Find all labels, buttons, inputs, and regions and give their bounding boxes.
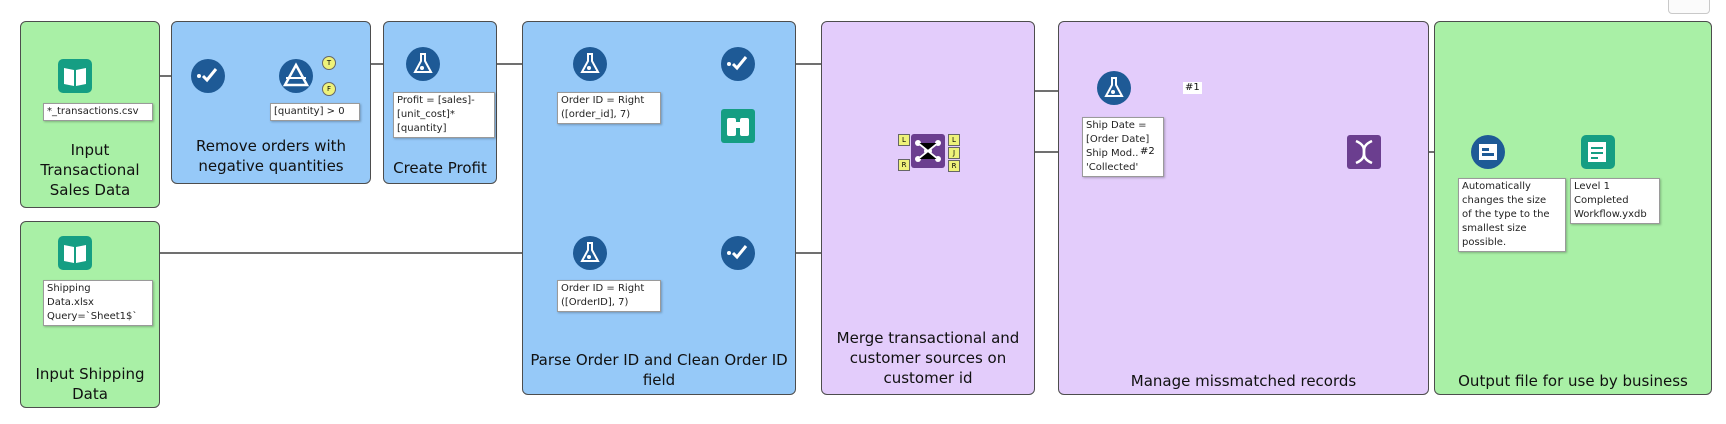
annotation-order-id-bottom: Order ID = Right ([OrderID], 7) xyxy=(557,280,661,312)
connection-label-1: #1 xyxy=(1183,82,1202,94)
formula-order-id-tool-2[interactable] xyxy=(572,235,608,271)
input-transactions-tool[interactable] xyxy=(57,58,93,94)
formula-order-id-tool[interactable] xyxy=(572,46,608,82)
filter-triangle-icon xyxy=(279,59,313,93)
container-manage-mismatched[interactable]: Manage missmatched records xyxy=(1058,21,1429,395)
container-merge[interactable]: Merge transactional and customer sources… xyxy=(821,21,1035,395)
input-book-icon xyxy=(58,59,92,93)
select-tool-3[interactable] xyxy=(720,235,756,271)
container-title: Input Shipping Data xyxy=(35,365,145,403)
container-title: Remove orders with negative quantities xyxy=(195,137,347,175)
select-tool-1[interactable] xyxy=(190,58,226,94)
join-left-input-anchor[interactable]: L xyxy=(898,134,910,146)
select-check-icon xyxy=(721,236,755,270)
join-r-output-anchor[interactable]: R xyxy=(948,160,960,172)
annotation-filter-expression: [quantity] > 0 xyxy=(270,103,360,121)
select-check-icon xyxy=(721,47,755,81)
window-control-widget[interactable] xyxy=(1668,0,1710,14)
formula-flask-icon xyxy=(573,236,607,270)
filter-false-anchor[interactable]: F xyxy=(322,82,336,96)
output-tool[interactable] xyxy=(1580,134,1616,170)
output-icon xyxy=(1581,135,1615,169)
container-title: Output file for use by business xyxy=(1458,372,1688,390)
annotation-autofield-note: Automatically changes the size of the ty… xyxy=(1458,178,1566,252)
join-j-output-anchor[interactable]: J xyxy=(948,147,960,159)
autofield-tool[interactable] xyxy=(1470,134,1506,170)
annotation-profit-formula: Profit = [sales]- [unit_cost]* [quantity… xyxy=(393,92,495,138)
autofield-icon xyxy=(1471,135,1505,169)
join-nodes-icon xyxy=(911,134,945,168)
select-tool-2[interactable] xyxy=(720,46,756,82)
browse-tool[interactable] xyxy=(720,108,756,144)
annotation-transactions-file: *_transactions.csv xyxy=(43,103,153,121)
formula-profit-tool[interactable] xyxy=(405,46,441,82)
input-shipping-tool[interactable] xyxy=(57,235,93,271)
filter-true-anchor[interactable]: T xyxy=(322,56,336,70)
join-right-input-anchor[interactable]: R xyxy=(898,159,910,171)
browse-binoculars-icon xyxy=(721,109,755,143)
container-remove-orders[interactable]: Remove orders with negative quantities xyxy=(171,21,371,184)
formula-flask-icon xyxy=(1097,71,1131,105)
container-title: Create Profit xyxy=(393,159,487,177)
annotation-order-id-top: Order ID = Right ([order_id], 7) xyxy=(557,92,661,124)
container-title: Manage missmatched records xyxy=(1130,372,1357,390)
container-title: Merge transactional and customer sources… xyxy=(836,329,1020,387)
input-book-icon xyxy=(58,236,92,270)
formula-ship-tool[interactable] xyxy=(1096,70,1132,106)
formula-flask-icon xyxy=(406,47,440,81)
select-check-icon xyxy=(191,59,225,93)
join-tool[interactable] xyxy=(910,133,946,169)
filter-tool[interactable] xyxy=(278,58,314,94)
annotation-output-file: Level 1 Completed Workflow.yxdb xyxy=(1570,178,1660,224)
union-tool[interactable] xyxy=(1346,134,1382,170)
join-l-output-anchor[interactable]: L xyxy=(948,134,960,146)
formula-flask-icon xyxy=(573,47,607,81)
union-dna-icon xyxy=(1347,135,1381,169)
annotation-shipping-file: Shipping Data.xlsx Query=`Sheet1$` xyxy=(43,280,153,326)
connection-label-2: #2 xyxy=(1138,146,1157,158)
container-parse-order-id[interactable]: Parse Order ID and Clean Order ID field xyxy=(522,21,796,395)
container-title: Input Transactional Sales Data xyxy=(40,141,140,199)
container-title: Parse Order ID and Clean Order ID field xyxy=(530,351,788,389)
